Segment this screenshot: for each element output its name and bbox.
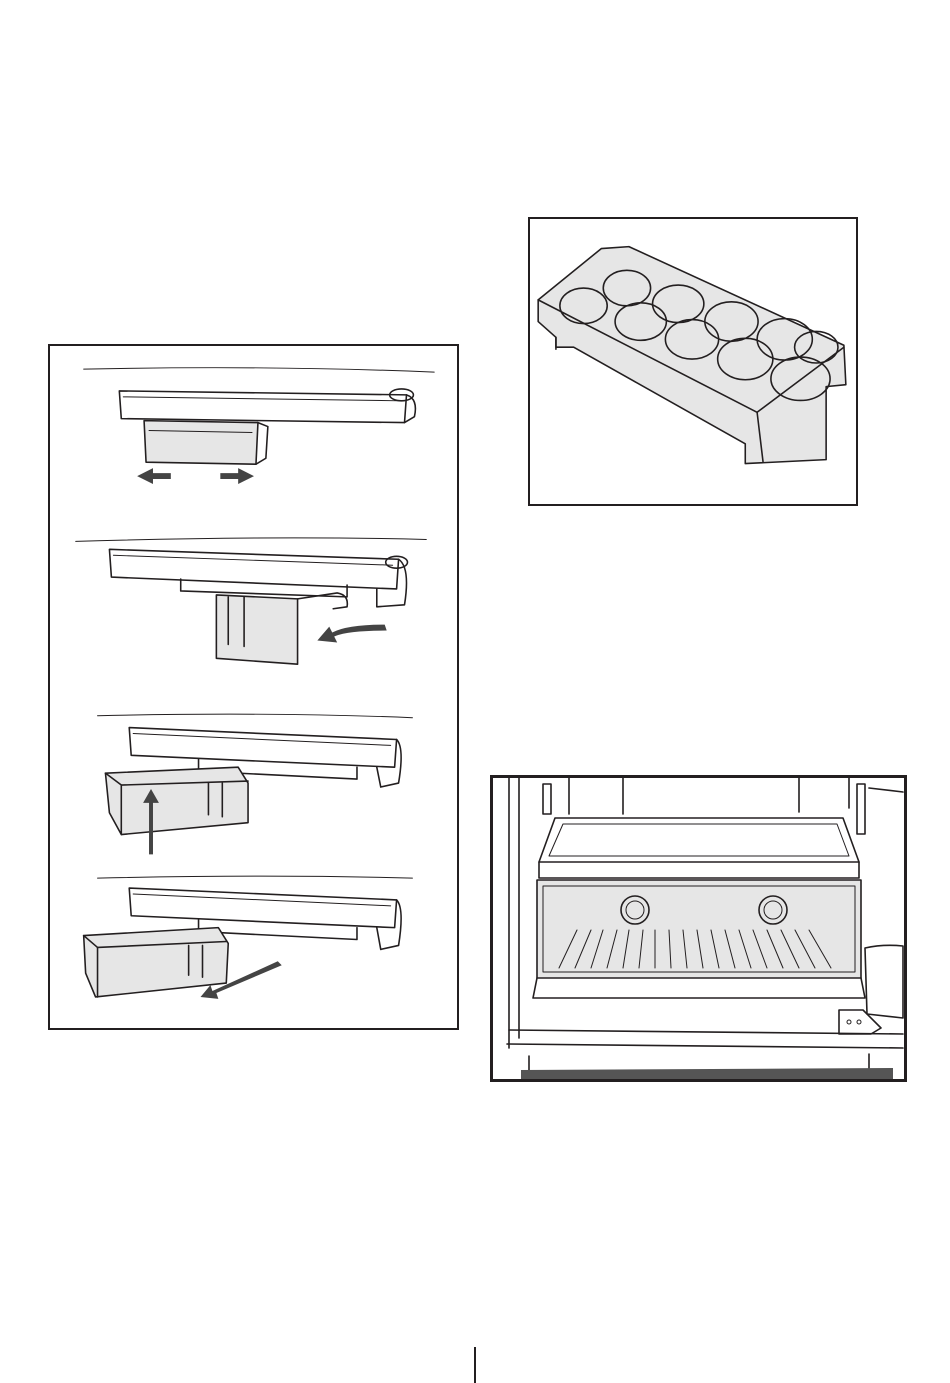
arrow-curved-icon bbox=[317, 625, 386, 643]
step-1 bbox=[84, 368, 435, 484]
step-4 bbox=[84, 876, 413, 999]
arrow-left-icon bbox=[137, 468, 171, 484]
egg-tray-illustration bbox=[530, 219, 856, 504]
shelf-mounting-figure bbox=[48, 344, 459, 1030]
egg-tray-figure bbox=[528, 217, 858, 506]
freezer-interior-illustration bbox=[493, 778, 904, 1079]
arrow-right-icon bbox=[220, 468, 254, 484]
step-2 bbox=[76, 538, 427, 664]
step-3 bbox=[98, 714, 413, 854]
freezer-interior-figure bbox=[490, 775, 907, 1082]
page-marker-divider bbox=[474, 1347, 476, 1383]
shelf-mounting-illustration bbox=[50, 346, 457, 1028]
